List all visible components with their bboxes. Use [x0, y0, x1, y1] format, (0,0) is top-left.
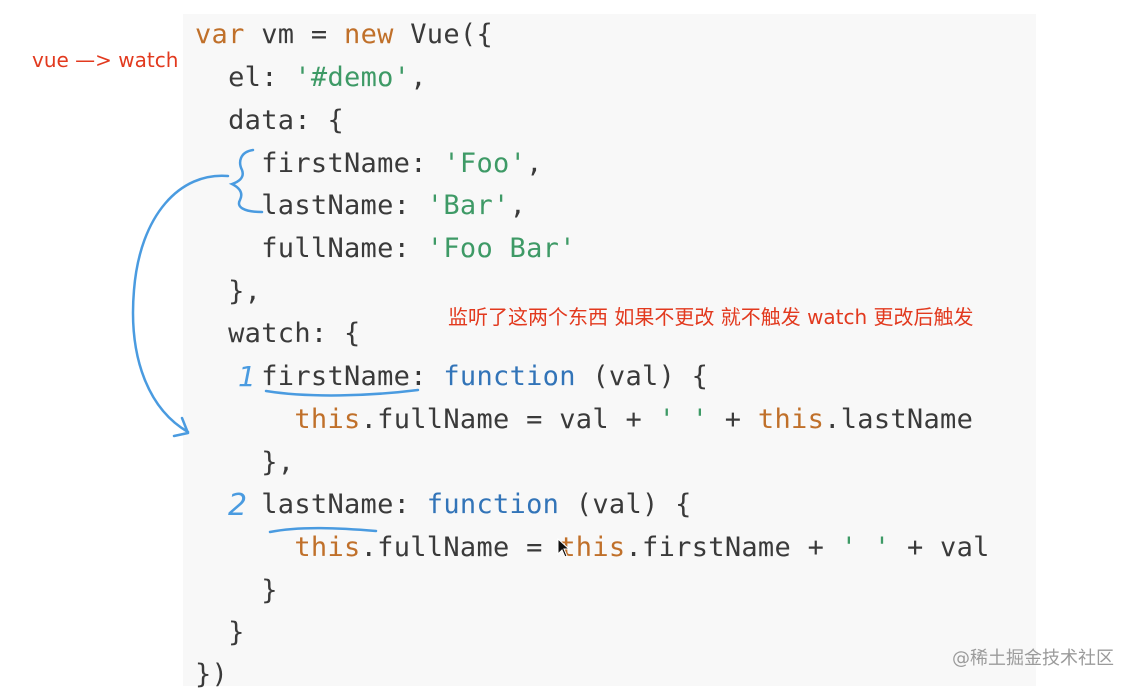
brace-mark [228, 148, 264, 214]
arrow-head-icon [172, 416, 190, 438]
number-1-mark: 1 [238, 360, 256, 393]
code-line-12: lastName: function (val) { [195, 489, 692, 520]
code-line-4: firstName: 'Foo', [195, 148, 543, 179]
code-line-2: el: '#demo', [195, 62, 427, 93]
code-line-16: }) [195, 659, 229, 690]
underline-firstname [264, 388, 420, 397]
code-line-8: watch: { [195, 318, 361, 349]
curved-arrow [131, 174, 230, 434]
number-2-mark: 2 [228, 488, 247, 523]
code-line-14: } [195, 575, 278, 606]
code-line-7: }, [195, 276, 262, 307]
watermark: @稀土掘金技术社区 [952, 648, 1114, 669]
code-line-9: firstName: function (val) { [195, 361, 709, 392]
code-line-6: fullName: 'Foo Bar' [195, 233, 576, 264]
code-line-11: }, [195, 447, 295, 478]
code-line-5: lastName: 'Bar', [195, 190, 527, 221]
code-line-10: this.fullName = val + ' ' + this.lastNam… [294, 404, 974, 435]
code-screenshot-panel [183, 14, 1036, 686]
underline-lastname [268, 526, 378, 534]
mouse-pointer-icon [557, 538, 571, 558]
code-line-1: var vm = new Vue({ [195, 19, 494, 50]
code-line-13: this.fullName = this.firstName + ' ' + v… [294, 532, 990, 563]
note-watch-explanation: 监听了这两个东西 如果不更改 就不触发 watch 更改后触发 [448, 305, 974, 329]
note-vue-watch: vue —> watch [32, 48, 179, 72]
code-line-15: } [195, 617, 245, 648]
code-line-3: data: { [195, 105, 344, 136]
